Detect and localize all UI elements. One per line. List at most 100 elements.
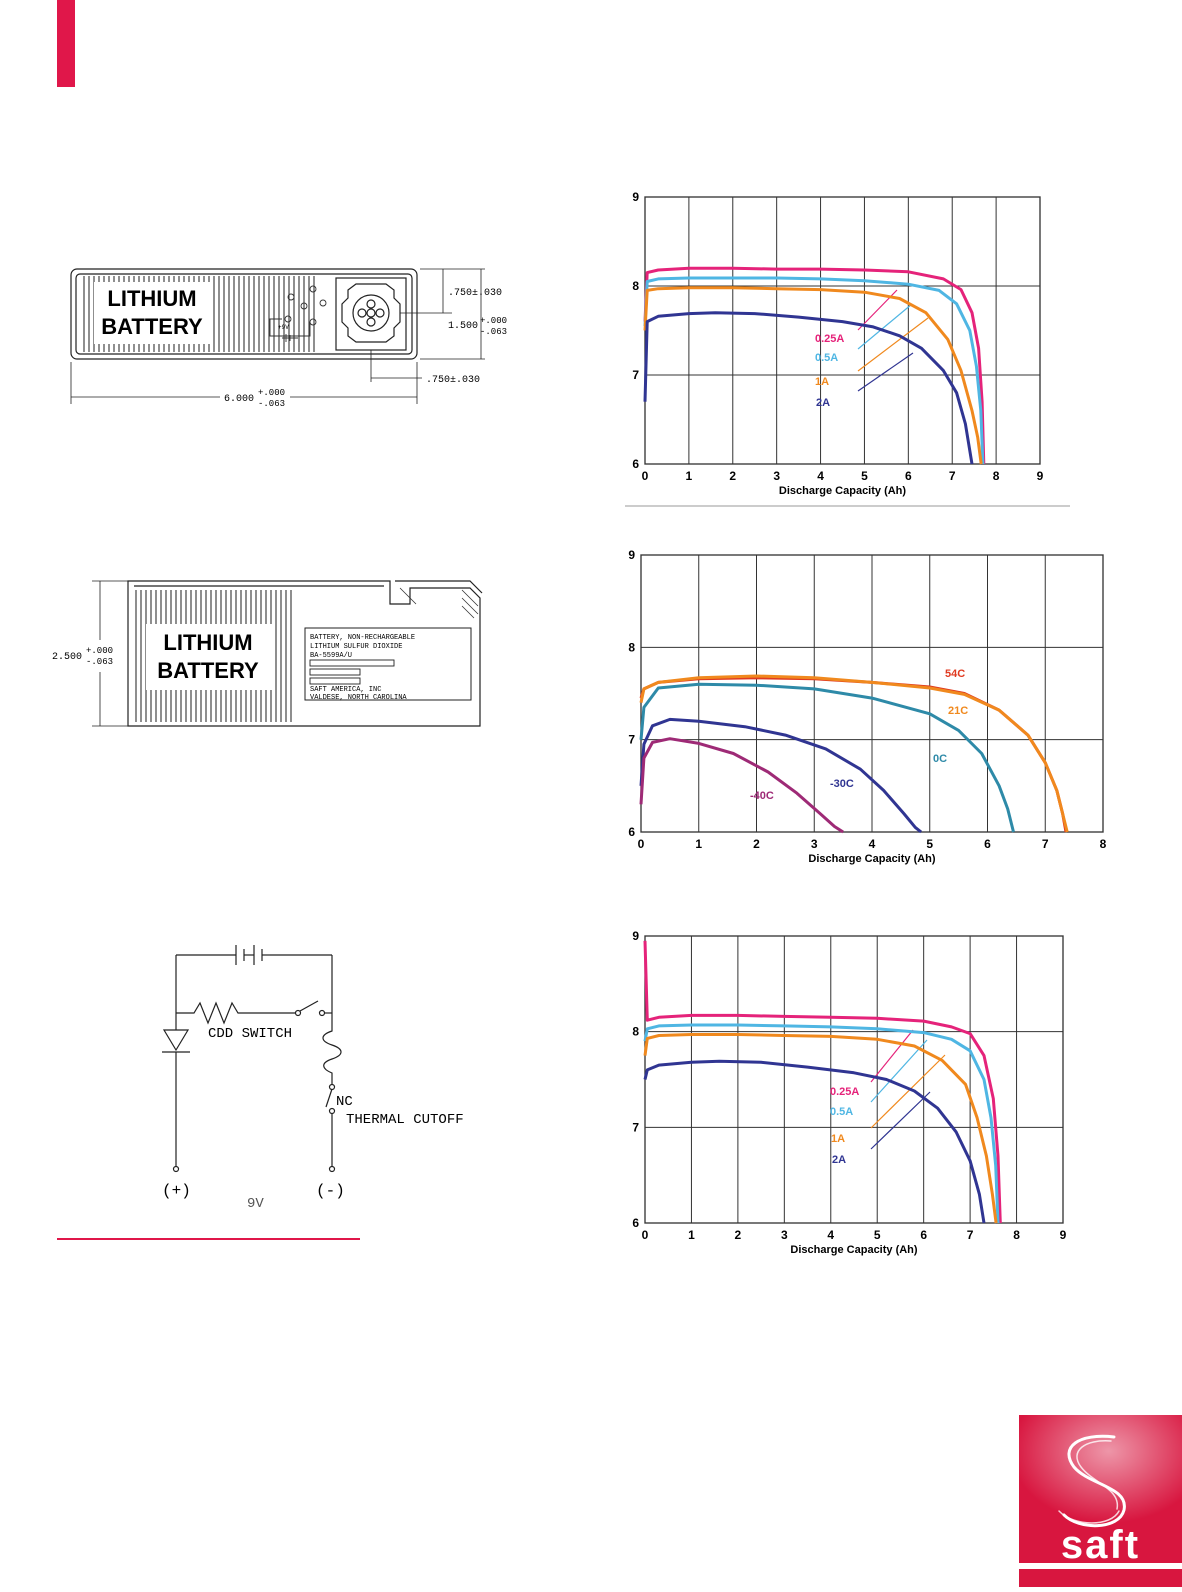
lithium-label-side: LITHIUM bbox=[163, 630, 252, 655]
series-label-2A: 2A bbox=[816, 397, 830, 409]
series-line-1A bbox=[643, 1033, 998, 1224]
nc-label: NC bbox=[336, 1094, 353, 1110]
x-tick-label: 4 bbox=[869, 837, 876, 851]
leader-line bbox=[857, 303, 913, 350]
series-label-0.5A: 0.5A bbox=[830, 1106, 853, 1118]
y-tick-label: 6 bbox=[632, 1216, 639, 1230]
x-tick-label: 4 bbox=[827, 1228, 834, 1242]
x-tick-label: 2 bbox=[729, 469, 736, 483]
series-label-0C: 0C bbox=[933, 753, 947, 765]
saft-logo: saft bbox=[1019, 1415, 1182, 1587]
x-tick-label: 1 bbox=[688, 1228, 695, 1242]
series-label-21C: 21C bbox=[948, 705, 968, 717]
x-tick-label: 3 bbox=[781, 1228, 788, 1242]
series-line-0.25A bbox=[643, 266, 986, 465]
x-tick-label: 3 bbox=[773, 469, 780, 483]
series-line-0.5A bbox=[643, 276, 985, 465]
plate-line-2: LITHIUM SULFUR DIOXIDE bbox=[310, 643, 402, 651]
red-corner-tab bbox=[57, 0, 75, 87]
x-tick-label: 8 bbox=[1013, 1228, 1020, 1242]
x-tick-label: 5 bbox=[874, 1228, 881, 1242]
x-tick-label: 7 bbox=[967, 1228, 974, 1242]
series-label-54C: 54C bbox=[945, 668, 965, 680]
dim-length-nominal: 6.000 bbox=[224, 394, 254, 405]
side-dim-tol-plus: +.000 bbox=[86, 646, 113, 656]
thermal-cutoff-label: THERMAL CUTOFF bbox=[346, 1112, 464, 1128]
series-label-1A: 1A bbox=[831, 1133, 845, 1145]
dim-height-tol-minus: -.063 bbox=[480, 327, 507, 337]
series-line-0C bbox=[639, 682, 1015, 833]
x-tick-label: 6 bbox=[905, 469, 912, 483]
x-tick-label: 7 bbox=[949, 469, 956, 483]
y-tick-label: 9 bbox=[632, 190, 639, 204]
series-label-0.5A: 0.5A bbox=[815, 352, 838, 364]
x-tick-label: 1 bbox=[686, 469, 693, 483]
dim-connector-label: .750±.030 bbox=[426, 375, 480, 386]
series-label-0.25A: 0.25A bbox=[815, 333, 844, 345]
y-tick-label: 8 bbox=[628, 640, 635, 654]
series-label-2A: 2A bbox=[832, 1154, 846, 1166]
x-tick-label: 7 bbox=[1042, 837, 1049, 851]
x-tick-label: 8 bbox=[1100, 837, 1107, 851]
y-tick-label: 6 bbox=[632, 457, 639, 471]
red-divider bbox=[57, 1238, 360, 1240]
series-line-0.5A bbox=[643, 1023, 1000, 1224]
x-axis-label: Discharge Capacity (Ah) bbox=[790, 1244, 917, 1256]
voltage-label: 9V bbox=[247, 1196, 264, 1212]
dim-length-tol-plus: +.000 bbox=[258, 388, 285, 398]
series-line-1A bbox=[643, 286, 983, 465]
leader-line bbox=[857, 317, 929, 372]
leader-line bbox=[870, 1039, 928, 1103]
battery-label-top: BATTERY bbox=[101, 314, 203, 339]
series-label--30C: -30C bbox=[830, 778, 854, 790]
plate-line-4: SAFT AMERICA, INC bbox=[310, 686, 381, 694]
side-dim-nominal: 2.500 bbox=[52, 652, 82, 663]
series-label-0.25A: 0.25A bbox=[830, 1086, 859, 1098]
leader-line bbox=[870, 1091, 931, 1150]
name-plate bbox=[304, 627, 472, 701]
series-label--40C: -40C bbox=[750, 790, 774, 802]
x-tick-label: 6 bbox=[984, 837, 991, 851]
x-tick-label: 6 bbox=[920, 1228, 927, 1242]
y-tick-label: 7 bbox=[628, 733, 635, 747]
pin-voltage-label: +9V bbox=[278, 324, 289, 331]
saft-wordmark: saft bbox=[1060, 1523, 1141, 1567]
battery-side-view-drawing: LITHIUM BATTERY BATTERY, NON-RECHARGEABL… bbox=[52, 580, 483, 727]
x-axis-label: Discharge Capacity (Ah) bbox=[808, 853, 935, 865]
x-tick-label: 5 bbox=[861, 469, 868, 483]
series-line-2A bbox=[643, 1059, 986, 1224]
series-line-2A bbox=[643, 311, 974, 465]
y-tick-label: 7 bbox=[632, 1120, 639, 1134]
series-label-1A: 1A bbox=[815, 376, 829, 388]
dim-length-tol-minus: -.063 bbox=[258, 399, 285, 409]
lithium-label-top: LITHIUM bbox=[107, 286, 196, 311]
cdd-switch-label: CDD SWITCH bbox=[208, 1026, 292, 1042]
series-line-0.25A bbox=[643, 940, 1002, 1224]
leader-line bbox=[857, 352, 914, 392]
x-tick-label: 2 bbox=[753, 837, 760, 851]
battery-label-side: BATTERY bbox=[157, 658, 259, 683]
dim-height-tol-plus: +.000 bbox=[480, 316, 507, 326]
y-tick-label: 8 bbox=[632, 279, 639, 293]
series-line--40C bbox=[639, 737, 844, 834]
plot-area bbox=[644, 935, 1064, 1224]
x-tick-label: 0 bbox=[642, 469, 649, 483]
series-line-21C bbox=[639, 674, 1069, 833]
series-line--30C bbox=[639, 717, 923, 834]
leader-line bbox=[870, 1054, 946, 1129]
y-tick-label: 6 bbox=[628, 825, 635, 839]
x-tick-label: 0 bbox=[638, 837, 645, 851]
minus-terminal-label: (-) bbox=[316, 1182, 345, 1200]
x-tick-label: 2 bbox=[735, 1228, 742, 1242]
x-tick-label: 5 bbox=[926, 837, 933, 851]
side-dim-tol-minus: -.063 bbox=[86, 657, 113, 667]
x-tick-label: 9 bbox=[1037, 469, 1044, 483]
plate-line-3: BA-5599A/U bbox=[310, 652, 352, 660]
dim-height-nominal: 1.500 bbox=[448, 321, 478, 332]
x-tick-label: 4 bbox=[817, 469, 824, 483]
plate-line-5: VALDESE, NORTH CAROLINA bbox=[310, 694, 407, 702]
x-tick-label: 8 bbox=[993, 469, 1000, 483]
